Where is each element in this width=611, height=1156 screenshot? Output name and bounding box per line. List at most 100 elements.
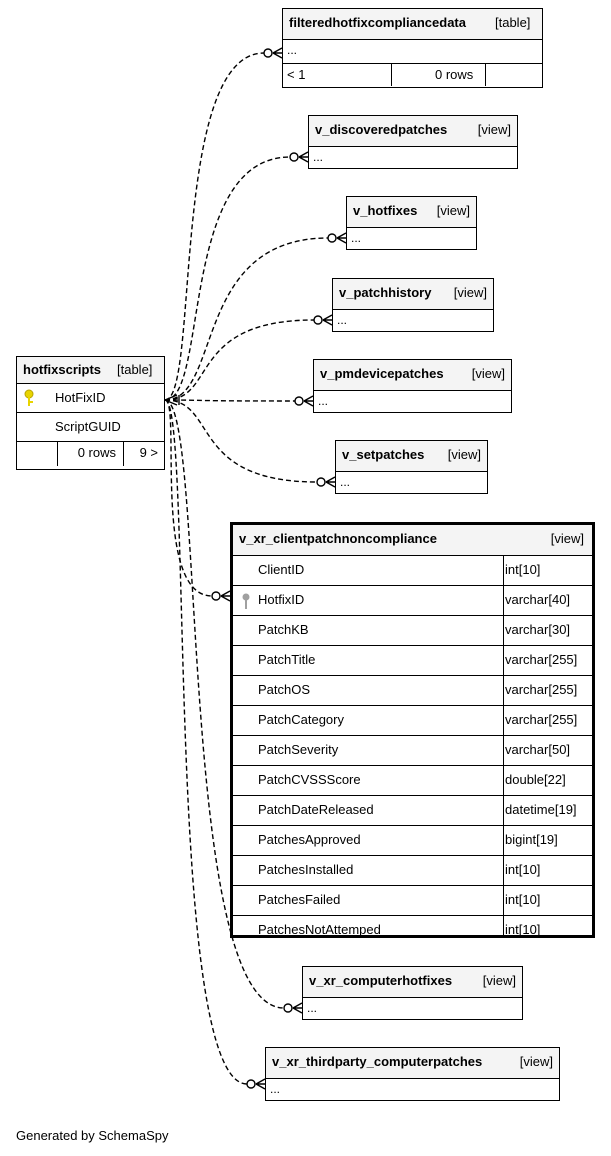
column-type: varchar[40]	[505, 592, 571, 607]
column-row[interactable]: PatchCategory varchar[255]	[233, 705, 592, 735]
view-kind: [view]	[550, 531, 584, 546]
placeholder-row: ...	[333, 310, 493, 332]
column-row[interactable]: PatchKB varchar[30]	[233, 615, 592, 645]
table-filteredhotfixcompliancedata[interactable]: filteredhotfixcompliancedata[table] ... …	[282, 8, 543, 88]
edge-to-v-pmdevicepatches	[164, 395, 314, 407]
column-type: int[10]	[505, 862, 541, 877]
column-row[interactable]: ScriptGUID	[17, 412, 164, 441]
placeholder-text: ...	[307, 1001, 318, 1015]
view-v-hotfixes[interactable]: v_hotfixes [view]...	[346, 196, 477, 250]
table-hotfixscripts[interactable]: hotfixscripts [table] HotFixID ScriptGUID…	[16, 356, 165, 470]
column-name: PatchesApproved	[258, 832, 361, 847]
table-kind: [table]	[117, 362, 153, 377]
column-row[interactable]: HotfixID varchar[40]	[233, 585, 592, 615]
view-v-pmdevicepatches[interactable]: v_pmdevicepatches [view]...	[313, 359, 512, 413]
view-v-xr-computerhotfixes[interactable]: v_xr_computerhotfixes [view]...	[302, 966, 523, 1020]
table-footer: 0 rows 9 >	[17, 441, 164, 466]
column-name: ScriptGUID	[55, 419, 121, 434]
placeholder-text: ...	[337, 313, 348, 327]
edge-to-v-xr-clientpatchnoncompliance	[164, 399, 231, 602]
column-type: int[10]	[505, 562, 541, 577]
placeholder-text: ...	[318, 394, 329, 408]
column-row[interactable]: PatchDateReleased datetime[19]	[233, 795, 592, 825]
view-kind: [view]	[471, 366, 505, 381]
placeholder-row: ...	[336, 472, 487, 494]
view-v-xr-clientpatchnoncompliance[interactable]: v_xr_clientpatchnoncompliance [view] Cli…	[230, 522, 595, 938]
column-row[interactable]: PatchOS varchar[255]	[233, 675, 592, 705]
source-edge-marker	[164, 394, 180, 406]
row-count: 0 rows	[77, 445, 116, 460]
foreign-key-icon	[242, 593, 250, 609]
table-kind: [table]	[495, 15, 531, 30]
column-name: HotfixID	[258, 592, 305, 607]
edge-to-v-patchhistory	[164, 314, 333, 401]
view-kind: [view]	[477, 122, 511, 137]
column-name: PatchCategory	[258, 712, 344, 727]
view-v-discoveredpatches[interactable]: v_discoveredpatches [view]...	[308, 115, 518, 169]
column-row[interactable]: PatchCVSSScore double[22]	[233, 765, 592, 795]
view-name: v_hotfixes	[353, 203, 418, 218]
column-name: PatchTitle	[258, 652, 316, 667]
column-type: varchar[255]	[505, 712, 578, 727]
child-count: 9 >	[139, 445, 158, 460]
view-name: v_pmdevicepatches	[320, 366, 444, 381]
column-type: double[22]	[505, 772, 566, 787]
view-name: v_discoveredpatches	[315, 122, 448, 137]
column-row[interactable]: HotFixID	[17, 384, 164, 412]
key-icon	[24, 389, 34, 406]
view-kind: [view]	[482, 973, 516, 988]
column-type: int[10]	[505, 892, 541, 907]
table-name: hotfixscripts	[23, 362, 102, 377]
column-type: bigint[19]	[505, 832, 558, 847]
placeholder-text: ...	[340, 475, 351, 489]
column-name: PatchKB	[258, 622, 309, 637]
column-name: ClientID	[258, 562, 305, 577]
placeholder-row: ...	[347, 228, 476, 250]
column-name: PatchCVSSScore	[258, 772, 361, 787]
edge-to-v-hotfixes	[164, 232, 347, 401]
column-row[interactable]: PatchesApproved bigint[19]	[233, 825, 592, 855]
column-row[interactable]: PatchesNotAttemped int[10]	[233, 915, 592, 945]
edge-to-v-setpatches	[164, 399, 336, 488]
column-name: PatchesNotAttemped	[258, 922, 381, 937]
placeholder-text: ...	[351, 231, 362, 245]
placeholder-text: ...	[287, 43, 298, 57]
placeholder-row: ...	[303, 998, 522, 1020]
edge-to-v-discoveredpatches	[164, 151, 309, 401]
placeholder-text: ...	[313, 150, 324, 164]
column-type: datetime[19]	[505, 802, 577, 817]
column-type: varchar[255]	[505, 682, 578, 697]
column-name: PatchOS	[258, 682, 311, 697]
view-v-xr-thirdparty-computerpatches[interactable]: v_xr_thirdparty_computerpatches[view]...	[265, 1047, 560, 1101]
column-type: int[10]	[505, 922, 541, 937]
table-footer: < 1 0 rows	[283, 63, 542, 86]
row-count: 0 rows	[435, 67, 474, 82]
column-row[interactable]: PatchTitle varchar[255]	[233, 645, 592, 675]
placeholder-row: ...	[266, 1079, 559, 1101]
column-type: varchar[30]	[505, 622, 571, 637]
column-name: HotFixID	[55, 390, 106, 405]
view-name: v_xr_computerhotfixes	[309, 973, 453, 988]
view-v-setpatches[interactable]: v_setpatches[view]...	[335, 440, 488, 494]
view-v-patchhistory[interactable]: v_patchhistory[view]...	[332, 278, 494, 332]
generated-by-credit: Generated by SchemaSpy	[16, 1128, 169, 1143]
column-row[interactable]: ClientID int[10]	[233, 555, 592, 585]
view-kind: [view]	[447, 447, 481, 462]
column-name: PatchesInstalled	[258, 862, 354, 877]
edge-to-v-xr-thirdparty-computerpatches	[164, 399, 266, 1090]
placeholder-row: ...	[314, 391, 511, 413]
column-row[interactable]: PatchesInstalled int[10]	[233, 855, 592, 885]
edge-to-v-xr-computerhotfixes	[164, 399, 303, 1014]
parent-count: < 1	[287, 67, 306, 82]
view-name: v_xr_clientpatchnoncompliance	[239, 531, 437, 546]
table-name: filteredhotfixcompliancedata	[289, 15, 466, 30]
column-type: varchar[255]	[505, 652, 578, 667]
view-kind: [view]	[453, 285, 487, 300]
column-name: PatchSeverity	[258, 742, 339, 757]
placeholder-row: ...	[283, 40, 542, 63]
column-name: PatchDateReleased	[258, 802, 374, 817]
view-name: v_xr_thirdparty_computerpatches	[272, 1054, 483, 1069]
view-kind: [view]	[436, 203, 470, 218]
